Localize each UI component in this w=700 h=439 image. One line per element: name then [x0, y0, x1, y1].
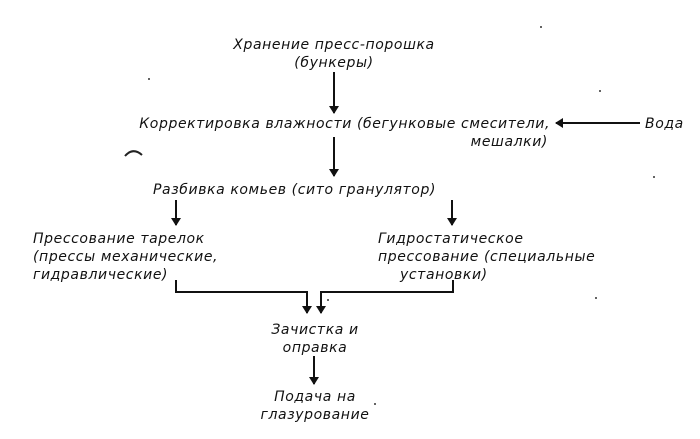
connector-plates-to-cleaning	[175, 280, 312, 314]
node-plates-line3: гидравлические)	[33, 267, 169, 283]
node-storage: Хранение пресс-порошка (бункеры)	[228, 36, 440, 72]
scan-speck	[653, 176, 655, 178]
scan-speck	[540, 26, 542, 28]
node-hydro-line3: установки)	[400, 267, 488, 283]
node-glazing: Подача на глазурование	[245, 388, 385, 424]
scan-speck	[374, 403, 376, 405]
scan-speck	[327, 299, 329, 301]
node-glazing-line2: глазурование	[260, 407, 370, 423]
node-plates: Прессование тарелок (прессы механические…	[33, 230, 218, 284]
node-lumps: Разбивка комьев (сито гранулятор)	[153, 181, 436, 199]
scan-speck	[595, 297, 597, 299]
node-plates-line1: Прессование тарелок	[33, 231, 205, 247]
node-moisture-line1: Корректировка влажности (бегунковые смес…	[139, 116, 550, 132]
node-water-label: Вода	[645, 116, 684, 132]
node-moisture-line2: мешалки)	[470, 134, 548, 150]
node-storage-line1: Хранение пресс-порошка	[233, 37, 435, 53]
node-water: Вода	[645, 115, 684, 133]
node-hydro-line2: прессование (специальные	[378, 249, 596, 265]
node-moisture: Корректировка влажности (бегунковые смес…	[30, 115, 550, 151]
connector-hydro-to-cleaning	[316, 280, 454, 314]
node-hydro: Гидростатическое прессование (специальны…	[378, 230, 595, 284]
node-storage-line2: (бункеры)	[294, 55, 374, 71]
node-cleaning: Зачистка и оправка	[250, 321, 380, 357]
node-hydro-line1: Гидростатическое	[378, 231, 524, 247]
scan-speck	[599, 90, 601, 92]
node-lumps-label: Разбивка комьев (сито гранулятор)	[153, 182, 437, 198]
scan-speck	[148, 78, 150, 80]
node-plates-line2: (прессы механические,	[33, 249, 219, 265]
node-cleaning-line2: оправка	[282, 340, 348, 356]
node-cleaning-line1: Зачистка и	[271, 322, 359, 338]
node-glazing-line1: Подача на	[274, 389, 356, 405]
